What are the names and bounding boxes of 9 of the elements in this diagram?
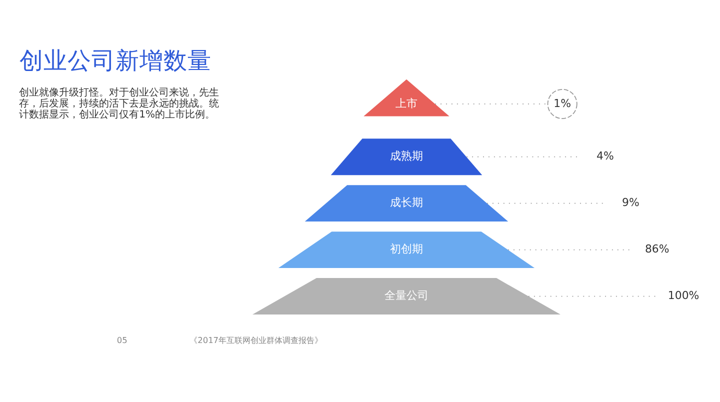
- label: 创业就像升级打怪。对于创业公司来说，先生存，后发展，持续的活下去是永远的挑战。统计数据显示，创业公司仅有1%的上市比例。: [19, 87, 220, 120]
- node-circle: 1%: [547, 88, 578, 119]
- node-text: 86%: [644, 242, 670, 256]
- node-text: 100%: [668, 288, 700, 302]
- diagram-title: 创业公司新增数量: [19, 46, 212, 74]
- node-text: 9%: [622, 196, 640, 209]
- node-text: 4%: [596, 149, 614, 162]
- label: 《2017年互联网创业群体调查报告》: [190, 334, 323, 344]
- label: 05: [116, 334, 128, 344]
